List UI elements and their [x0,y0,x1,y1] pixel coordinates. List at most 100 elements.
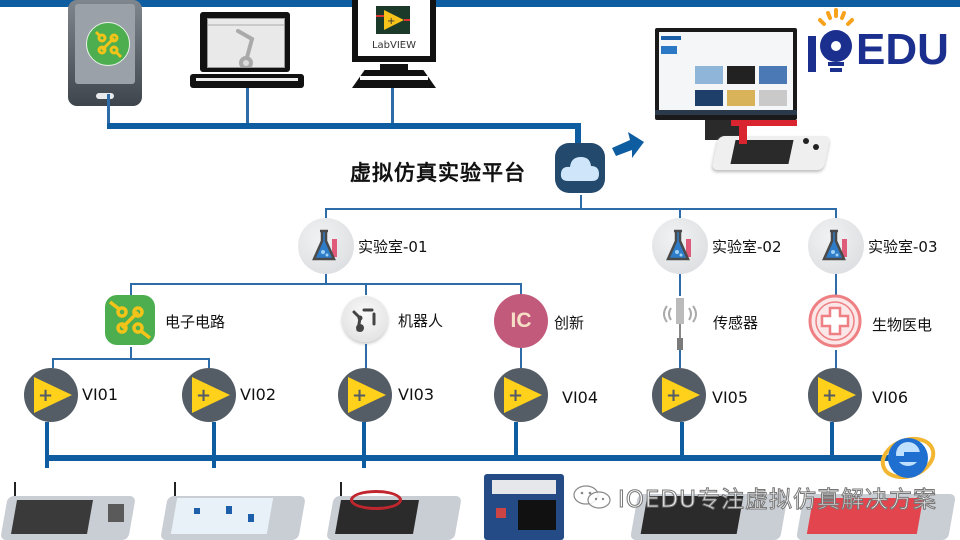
category-node-sensor[interactable]: 传感器 [655,292,758,356]
vi-label: VI06 [872,388,909,407]
connector-line [835,274,837,296]
lab-node-01[interactable]: 实验室-01 [298,218,428,274]
hardware-board-1 [0,480,136,540]
category-label: 创新 [554,314,585,332]
hardware-board-2 [160,480,306,540]
connector-line [580,195,582,209]
lab-label: 实验室-02 [712,238,782,256]
svg-text:+: + [822,385,837,406]
lab-label: 实验室-01 [358,238,428,256]
smartphone-circuit-icon [68,0,142,106]
connector-line [362,422,366,468]
connector-line [130,283,132,295]
vi-label: VI05 [712,388,749,407]
vi-node-06[interactable]: + VI06 [808,368,908,422]
platform-title: 虚拟仿真实验平台 [350,161,526,185]
connector-line [45,422,49,468]
robot-arm-icon [342,296,388,342]
connector-line [246,88,249,126]
monitor-with-hardware-image [655,28,831,178]
desktop-labview-icon: + LabVIEW [352,0,436,88]
client-bus-line [575,123,581,147]
svg-text:+: + [352,385,367,406]
labview-vi-icon: + [182,368,236,422]
labview-vi-icon: + [808,368,862,422]
top-accent-bar [0,0,960,7]
connector-line [835,208,837,220]
flask-icon [808,218,864,274]
category-node-electronics[interactable]: 电子电路 [105,295,225,345]
labview-vi-icon: + [494,368,548,422]
connector-line [830,422,834,458]
connector-line [52,358,54,368]
internet-explorer-icon[interactable] [880,432,936,482]
connector-line [514,422,518,458]
connector-line [835,350,837,368]
category-label: 生物医电 [872,316,933,334]
category-node-innovation[interactable]: IC 创新 [494,294,584,348]
connector-line [208,358,210,368]
vi-node-01[interactable]: + VI01 [24,368,118,422]
connector-line [679,350,681,368]
svg-text:+: + [38,385,53,406]
connector-line [679,208,681,220]
flask-icon [652,218,708,274]
lab-node-03[interactable]: 实验室-03 [808,218,938,274]
connector-line [325,208,837,210]
vi-node-03[interactable]: + VI03 [338,368,434,422]
connector-line [325,274,327,284]
category-node-robot[interactable]: 机器人 [342,296,443,342]
labview-vi-icon: + [338,368,392,422]
labview-vi-icon: + [652,368,706,422]
connector-line [679,274,681,296]
watermark-text: IOEDU专注虚拟仿真解决方案 [618,487,937,514]
hardware-board-3 [326,480,462,540]
category-label: 传感器 [713,314,759,332]
cloud-icon[interactable] [555,143,605,193]
category-label: 机器人 [398,312,444,330]
connector-line [680,422,684,458]
labview-screen-text: LabVIEW [371,40,417,51]
svg-text:+: + [666,385,681,406]
connector-line [52,358,210,360]
circuit-icon [105,295,155,345]
connector-line [391,88,394,126]
antenna-sensor-icon [663,298,697,350]
laptop-robot-arm-icon [190,12,304,90]
vi-node-04[interactable]: + VI04 [494,368,598,422]
connector-line [520,348,522,368]
brand-text: EDU [856,25,949,74]
hardware-bus-line [45,455,905,461]
connector-line [130,283,520,285]
svg-text:+: + [387,16,395,27]
hardware-board-blue [484,474,564,540]
arrow-right-icon [612,132,644,158]
vi-node-05[interactable]: + VI05 [652,368,748,422]
vi-label: VI03 [398,385,435,404]
connector-line [325,208,327,220]
svg-text:+: + [196,385,211,406]
lab-label: 实验室-03 [868,238,938,256]
connector-line [520,283,522,295]
medical-cross-icon [808,294,862,348]
client-bus-line [107,123,581,129]
connector-line [212,422,216,468]
vi-label: VI04 [562,388,599,407]
lab-node-02[interactable]: 实验室-02 [652,218,782,274]
svg-text:+: + [508,385,523,406]
connector-line [365,283,367,295]
connector-line [130,347,132,359]
labview-vi-icon: + [24,368,78,422]
wechat-icon [573,485,611,509]
connector-line [365,344,367,368]
ioedu-logo: EDU [808,8,949,74]
ic-chip-icon: IC [494,294,548,348]
vi-node-02[interactable]: + VI02 [182,368,276,422]
watermark: IOEDU专注虚拟仿真解决方案 [572,482,937,514]
flask-icon [298,218,354,274]
category-node-biomedical[interactable]: 生物医电 [808,294,932,348]
category-label: 电子电路 [165,313,226,331]
vi-label: VI02 [240,385,277,404]
vi-label: VI01 [82,385,119,404]
connector-line [107,94,110,126]
